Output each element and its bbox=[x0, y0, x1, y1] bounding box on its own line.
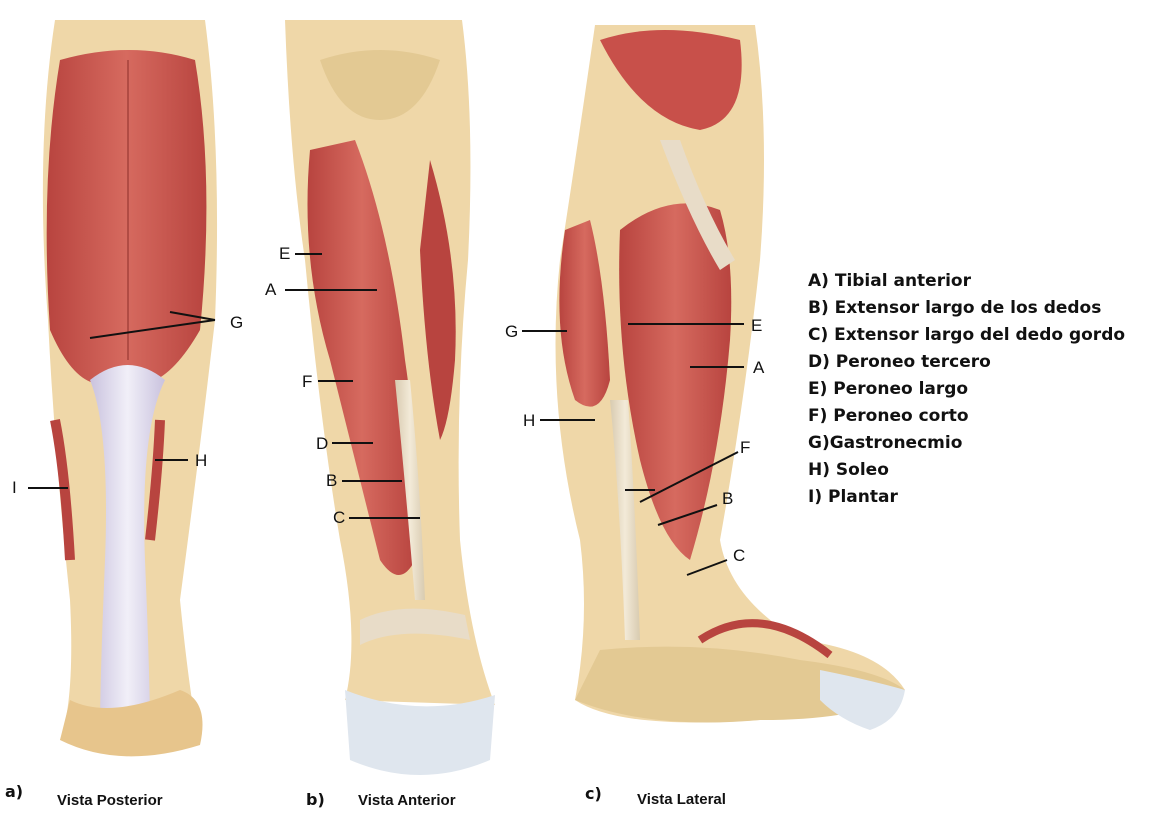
label-a-lateral: A bbox=[753, 359, 764, 376]
label-g-lateral: G bbox=[505, 323, 518, 340]
label-f-anterior: F bbox=[302, 373, 312, 390]
legend-item: E) Peroneo largo bbox=[808, 381, 968, 398]
legend-item: G)Gastronecmio bbox=[808, 435, 962, 452]
label-c-anterior: C bbox=[333, 509, 345, 526]
label-i-posterior: I bbox=[12, 479, 17, 496]
panel-caption-c: Vista Lateral bbox=[637, 792, 726, 807]
panel-letter-a: a) bbox=[5, 784, 23, 800]
posterior-leg bbox=[43, 20, 217, 756]
label-h-posterior: H bbox=[195, 452, 207, 469]
label-d-anterior: D bbox=[316, 435, 328, 452]
label-e-lateral: E bbox=[751, 317, 762, 334]
label-b-lateral: B bbox=[722, 490, 733, 507]
legend-item: H) Soleo bbox=[808, 462, 889, 479]
legend-item: C) Extensor largo del dedo gordo bbox=[808, 327, 1125, 344]
label-g-posterior: G bbox=[230, 314, 243, 331]
legend-item: B) Extensor largo de los dedos bbox=[808, 300, 1101, 317]
legend-item: F) Peroneo corto bbox=[808, 408, 969, 425]
lateral-leg bbox=[556, 25, 906, 730]
label-h-lateral: H bbox=[523, 412, 535, 429]
label-f-lateral: F bbox=[740, 439, 750, 456]
panel-caption-b: Vista Anterior bbox=[358, 793, 456, 808]
anterior-leg bbox=[285, 20, 495, 775]
label-b-anterior: B bbox=[326, 472, 337, 489]
legend-item: A) Tibial anterior bbox=[808, 273, 971, 290]
label-a-anterior: A bbox=[265, 281, 276, 298]
legend-item: D) Peroneo tercero bbox=[808, 354, 991, 371]
legend-item: I) Plantar bbox=[808, 489, 898, 506]
panel-letter-c: c) bbox=[585, 786, 602, 802]
panel-letter-b: b) bbox=[306, 792, 325, 808]
label-c-lateral: C bbox=[733, 547, 745, 564]
label-e-anterior: E bbox=[279, 245, 290, 262]
panel-caption-a: Vista Posterior bbox=[57, 793, 163, 808]
